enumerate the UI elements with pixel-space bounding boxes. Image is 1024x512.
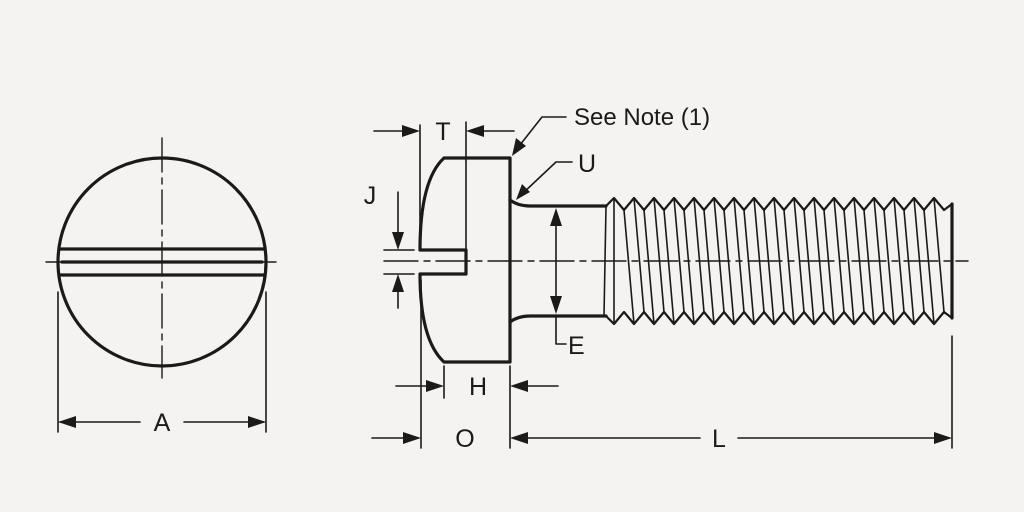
- thread-bottom-profile: [604, 310, 954, 326]
- dimension-label-u: U: [578, 150, 596, 178]
- dimension-h-arrow-right: [510, 380, 528, 392]
- dimension-label-o: O: [455, 425, 474, 453]
- dimension-e-leader: [555, 315, 567, 345]
- dimension-a-arrow-right: [248, 416, 266, 428]
- dimension-label-t: T: [435, 118, 450, 146]
- screw-shank: [508, 198, 608, 324]
- dimension-u-leader: [521, 161, 573, 195]
- dimension-e-arrow-top: [550, 208, 562, 226]
- thread-top-profile: [604, 196, 954, 212]
- dimension-label-j: J: [364, 182, 377, 210]
- dimension-o-arrow-left: [403, 432, 421, 444]
- dimension-label-e: E: [568, 332, 585, 360]
- dimension-j-arrow-bottom: [392, 274, 404, 292]
- end-view: A: [45, 137, 277, 437]
- dimension-e-arrow-bottom: [550, 296, 562, 314]
- dimension-u-arrow: [516, 184, 530, 200]
- side-view: T J See Note (1) U E H: [364, 104, 969, 453]
- dimension-j-arrow-top: [392, 232, 404, 250]
- dimension-l-arrow-right: [934, 432, 952, 444]
- see-note-arrow: [512, 138, 526, 156]
- see-note-label: See Note (1): [574, 104, 710, 131]
- dimension-t-arrow-left: [402, 125, 420, 137]
- dimension-label-a: A: [154, 409, 171, 437]
- dimension-label-h: H: [469, 373, 487, 401]
- screw-head: [418, 156, 512, 364]
- see-note-leader: [515, 116, 567, 151]
- dimension-label-l: L: [712, 425, 726, 453]
- dimension-l-arrow-left: [510, 432, 528, 444]
- thread-crest-lines: [603, 197, 945, 325]
- dimension-t-arrow-right: [466, 125, 484, 137]
- dimension-h-arrow-left: [426, 380, 444, 392]
- dimension-a-arrow-left: [58, 416, 76, 428]
